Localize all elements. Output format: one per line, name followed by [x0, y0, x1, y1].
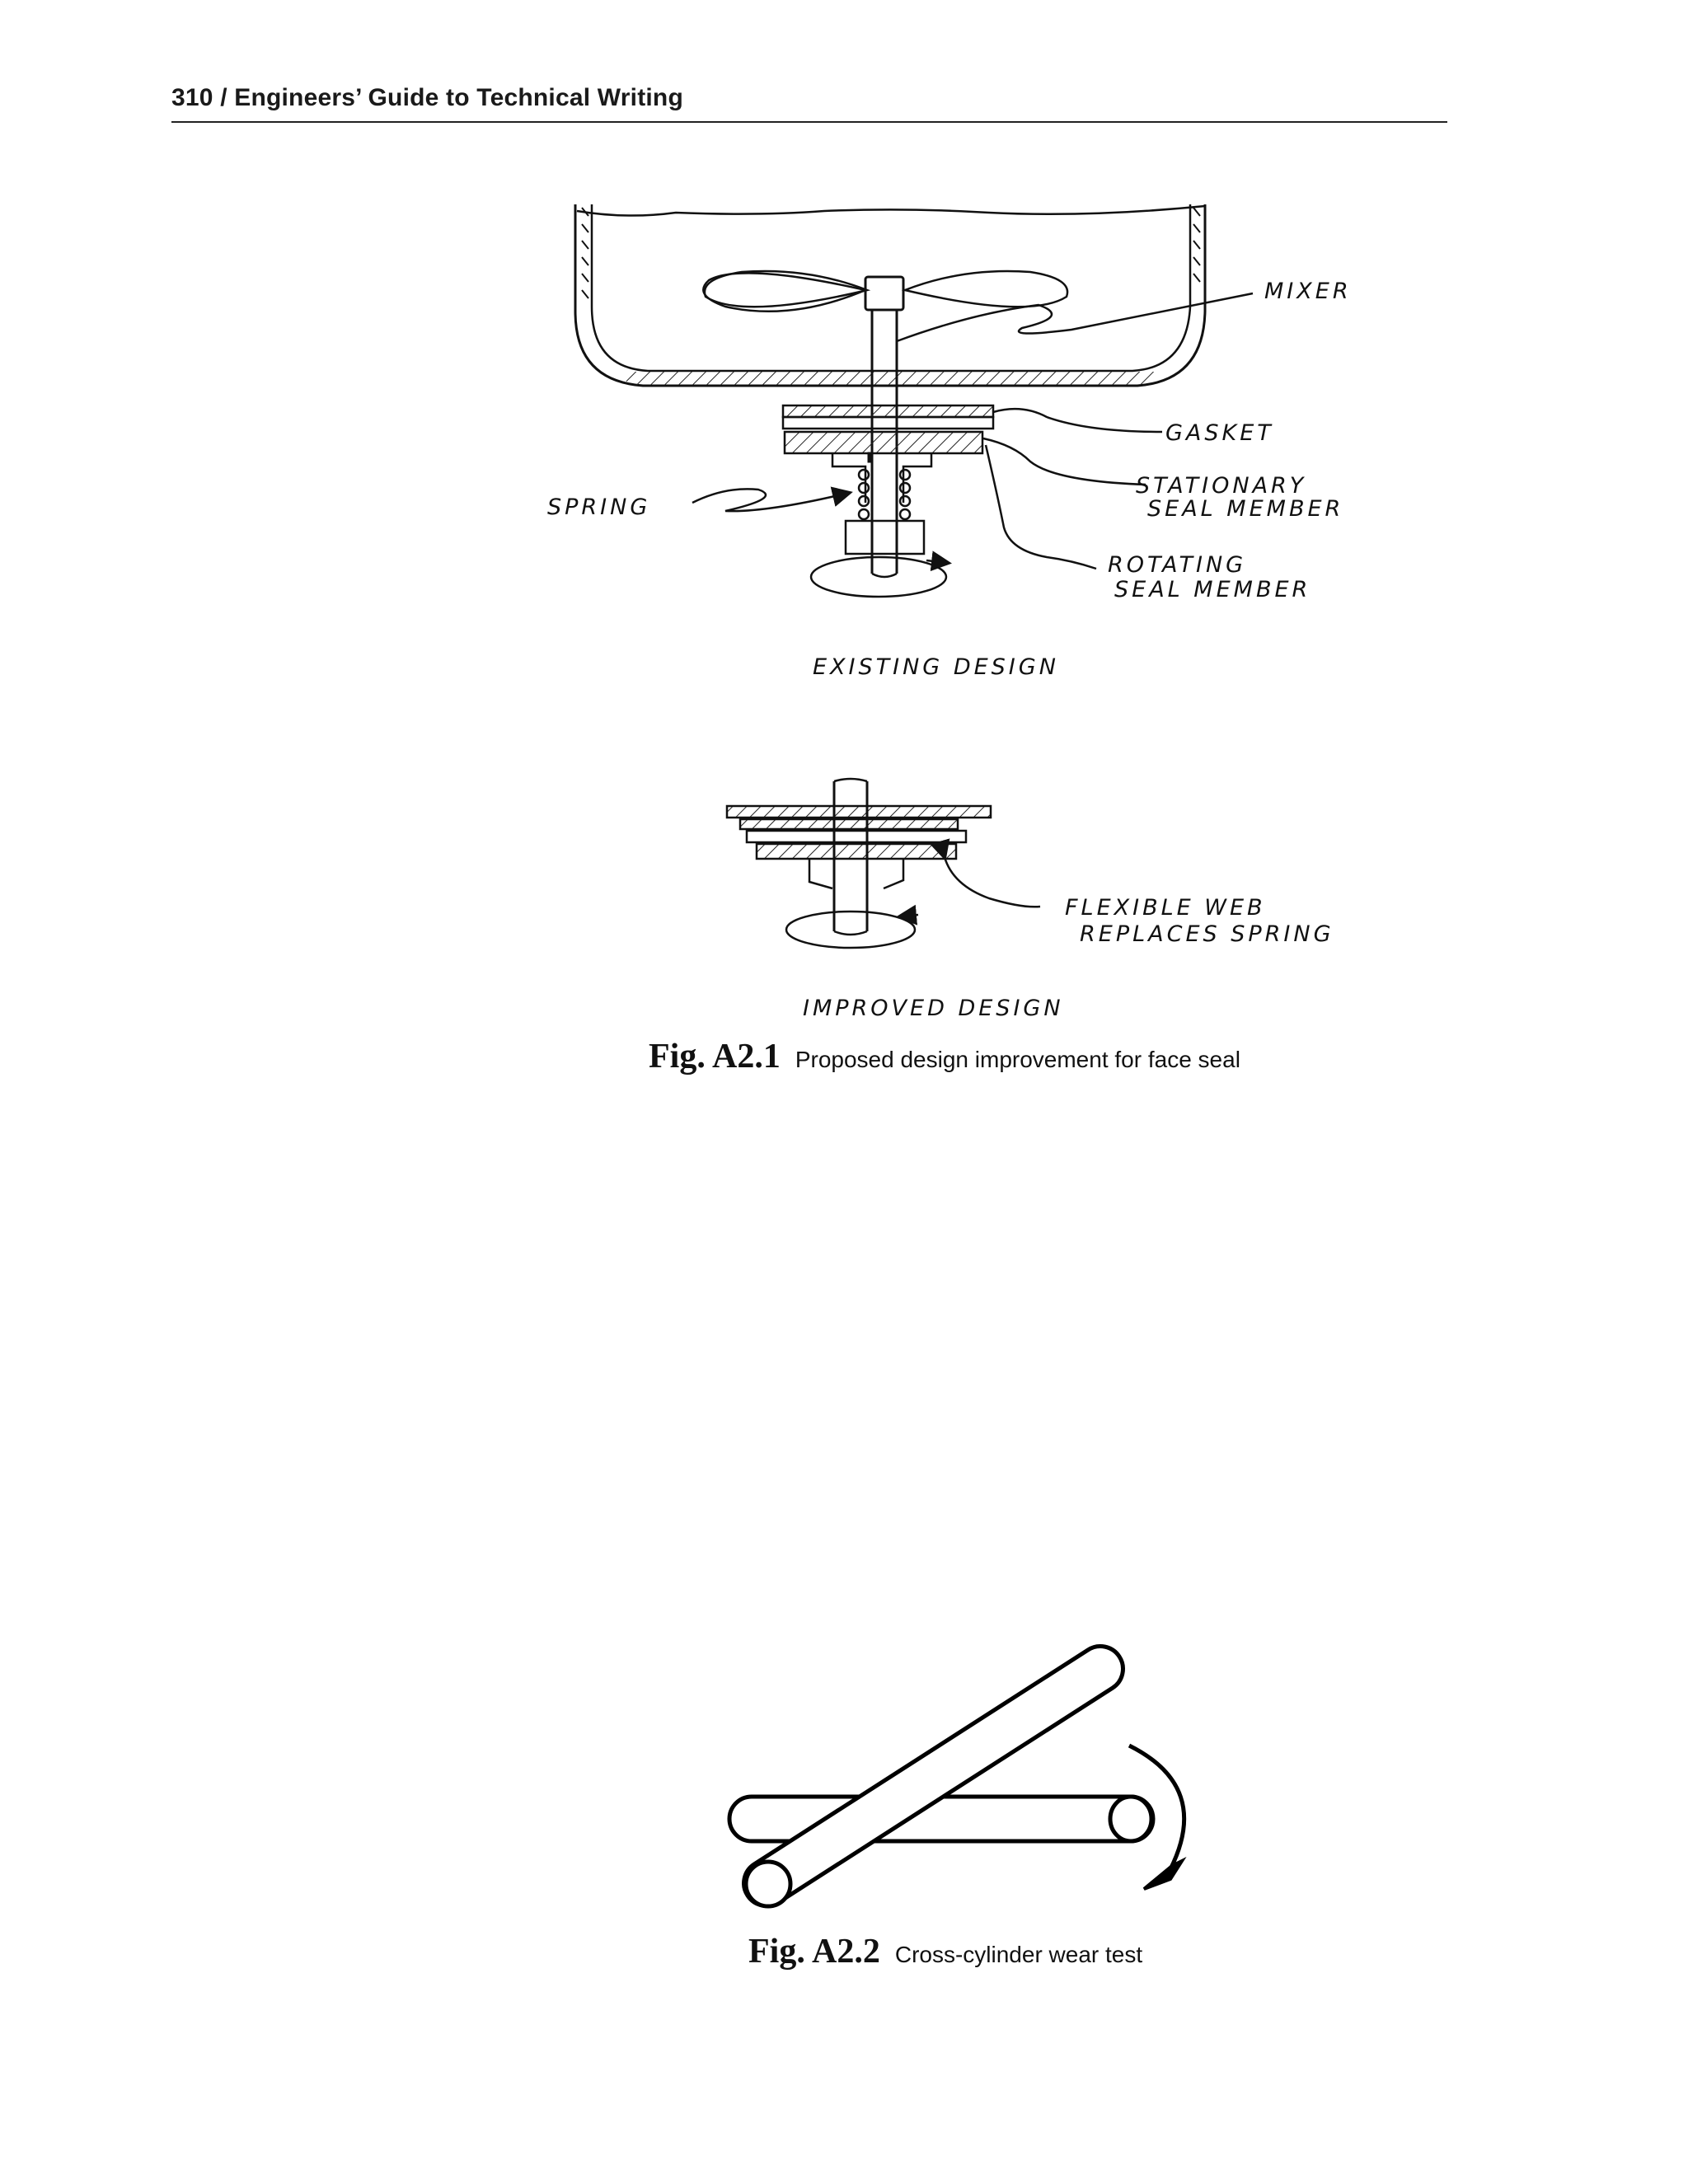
rotating-leader	[984, 444, 1097, 570]
spring-coils	[857, 468, 912, 521]
label-rotating-2: SEAL MEMBER	[1114, 577, 1311, 602]
stationary-leader	[982, 437, 1146, 486]
label-flexible-2: REPLACES SPRING	[1080, 921, 1334, 947]
figure-a2-1-number: Fig. A2.1	[649, 1038, 781, 1076]
label-flexible-1: FLEXIBLE WEB	[1065, 895, 1266, 921]
rotation-arrowhead	[1142, 1856, 1187, 1891]
figure-a2-2-text: Cross-cylinder wear test	[894, 1942, 1143, 1967]
label-existing-design: EXISTING DESIGN	[813, 654, 1059, 680]
running-head: 310 / Engineers’ Guide to Technical Writ…	[171, 84, 683, 111]
label-stationary-1: STATIONARY	[1136, 473, 1306, 499]
rotating-seal-member	[809, 519, 952, 598]
label-spring: SPRING	[547, 494, 650, 520]
diagonal-cylinder	[742, 1644, 1125, 1909]
figure-a2-2-number: Fig. A2.2	[748, 1933, 880, 1971]
label-stationary-2: SEAL MEMBER	[1147, 496, 1343, 522]
header-rule	[171, 121, 1447, 123]
flexible-web-leader	[930, 838, 1041, 908]
cross-cylinder-diagram	[727, 1644, 1187, 1909]
label-rotating-1: ROTATING	[1108, 552, 1246, 578]
label-improved-design: IMPROVED DESIGN	[803, 996, 1064, 1021]
existing-design-sketch	[574, 204, 1254, 598]
mixer-leader	[896, 292, 1254, 343]
mixer-tank	[574, 204, 1207, 387]
rotation-arrow	[1128, 1743, 1187, 1871]
mixer-propeller	[702, 269, 1069, 312]
figure-a2-1-text: Proposed design improvement for face sea…	[795, 1047, 1240, 1072]
figure-a2-2-caption: Fig. A2.2 Cross-cylinder wear test	[748, 1932, 1142, 1971]
figure-a2-1-caption: Fig. A2.1 Proposed design improvement for…	[649, 1037, 1240, 1076]
horizontal-cylinder	[727, 1794, 1156, 1844]
improved-design-sketch	[725, 777, 1041, 949]
seal-assembly	[781, 404, 995, 503]
spring-leader	[692, 486, 853, 513]
label-mixer: MIXER	[1264, 279, 1352, 304]
gasket-leader	[992, 407, 1163, 434]
label-gasket: GASKET	[1165, 420, 1274, 446]
